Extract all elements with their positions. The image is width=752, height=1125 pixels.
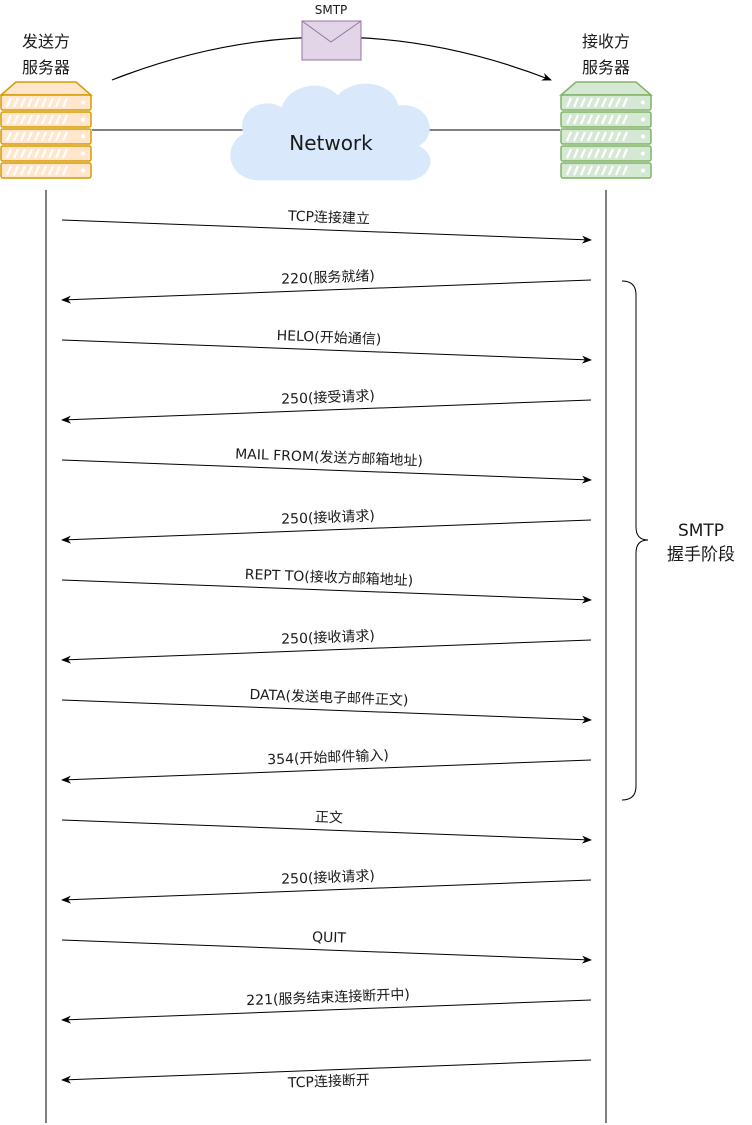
message-label: QUIT [312,929,347,946]
phase-label-line2: 握手阶段 [667,545,735,565]
message-label: 正文 [315,809,344,826]
message-8: 250(接收请求) [61,627,592,664]
message-14: 221(服务结束连接断开中) [61,986,592,1024]
message-arrow [61,999,592,1024]
receiver-title-line1: 接收方 [582,32,630,51]
message-label: 250(接受请求) [281,387,375,408]
receiver-server-icon [558,81,654,179]
phase-label-line1: SMTP [678,521,724,541]
network-cloud-icon [230,83,431,181]
message-6: 250(接收请求) [61,507,592,544]
message-10: 354(开始邮件输入) [61,748,592,784]
message-label: 354(开始邮件输入) [267,748,389,769]
message-4: 250(接受请求) [61,387,592,424]
message-label: 250(接收请求) [281,627,375,648]
message-label: 221(服务结束连接断开中) [246,986,410,1009]
message-arrow [61,819,592,844]
message-arrow [61,939,592,964]
receiver-title-line2: 服务器 [582,58,630,77]
message-11: 正文 [61,809,592,844]
message-arrow [61,339,592,364]
message-label: TCP连接建立 [287,207,371,227]
message-7: REPT TO(接收方邮箱地址) [61,566,592,604]
phase-brace [621,280,649,801]
message-arrow [61,759,592,784]
message-arrow [61,519,592,544]
message-1: TCP连接建立 [61,207,592,244]
message-label: 250(接收请求) [281,507,375,528]
sender-title-line1: 发送方 [22,32,70,51]
message-arrow [61,399,592,424]
message-label: 220(服务就绪) [281,268,375,288]
message-arrow [61,579,592,604]
message-13: QUIT [61,929,592,964]
envelope-icon [301,20,362,61]
message-label: MAIL FROM(发送方邮箱地址) [235,446,423,469]
message-arrow [61,459,592,484]
network-label: Network [289,131,373,155]
envelope-label: SMTP [315,3,348,17]
message-arrow [61,219,592,244]
message-15: TCP连接断开 [61,1059,592,1092]
message-3: HELO(开始通信) [61,328,592,364]
message-arrow [61,639,592,664]
message-arrow [61,1059,592,1084]
message-12: 250(接收请求) [61,867,592,904]
message-2: 220(服务就绪) [61,268,592,304]
message-arrow [61,279,592,304]
message-label: 250(接收请求) [281,867,375,888]
message-label: DATA(发送电子邮件正文) [249,687,408,709]
message-label: TCP连接断开 [287,1071,371,1091]
message-5: MAIL FROM(发送方邮箱地址) [61,446,592,484]
message-list: TCP连接建立 220(服务就绪) HELO(开始通信) 250(接受请求) MAIL … [61,207,592,1092]
message-9: DATA(发送电子邮件正文) [61,687,592,724]
sender-server-icon [0,81,94,179]
message-label: REPT TO(接收方邮箱地址) [244,566,413,589]
sender-title-line2: 服务器 [22,58,70,77]
message-label: HELO(开始通信) [276,328,381,348]
message-arrow [61,699,592,724]
message-arrow [61,879,592,904]
